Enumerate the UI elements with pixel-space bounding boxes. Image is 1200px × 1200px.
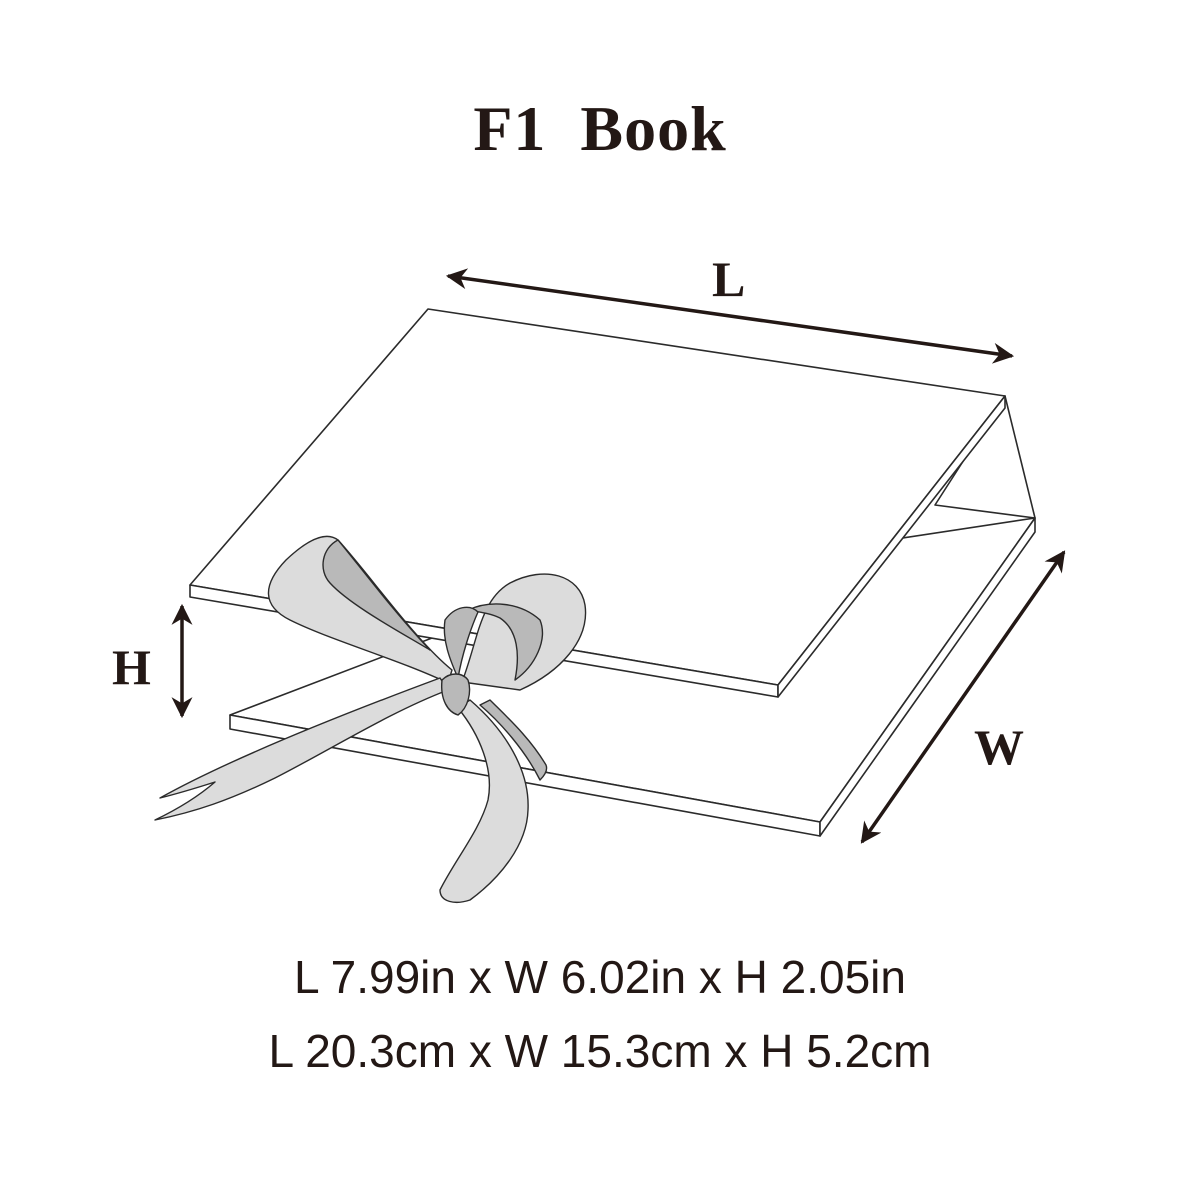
ribbon-left-loop xyxy=(267,535,453,684)
ribbon-knot xyxy=(441,673,471,716)
width-arrow xyxy=(860,550,1066,844)
ribbon-right-tail xyxy=(439,699,529,903)
width-label: W xyxy=(974,719,1024,775)
ribbon-right-tail-fold xyxy=(479,699,548,781)
page-title: F1 Book xyxy=(473,93,727,164)
length-arrow xyxy=(445,268,1015,364)
box-lid-side-edge xyxy=(777,395,1006,698)
dimensions-imperial: L 7.99in x W 6.02in x H 2.05in xyxy=(294,951,906,1003)
dimensions-metric: L 20.3cm x W 15.3cm x H 5.2cm xyxy=(268,1025,932,1077)
ribbon-right-loop-back xyxy=(467,603,544,681)
height-label: H xyxy=(112,639,151,695)
dimension-arrows xyxy=(171,268,1066,844)
ribbon-left-tail xyxy=(154,677,449,821)
ribbon-left-loop-inner xyxy=(322,539,431,651)
ribbon-right-loop-shadow xyxy=(443,606,479,679)
ribbon-bow xyxy=(154,535,587,903)
length-label: L xyxy=(712,251,745,307)
